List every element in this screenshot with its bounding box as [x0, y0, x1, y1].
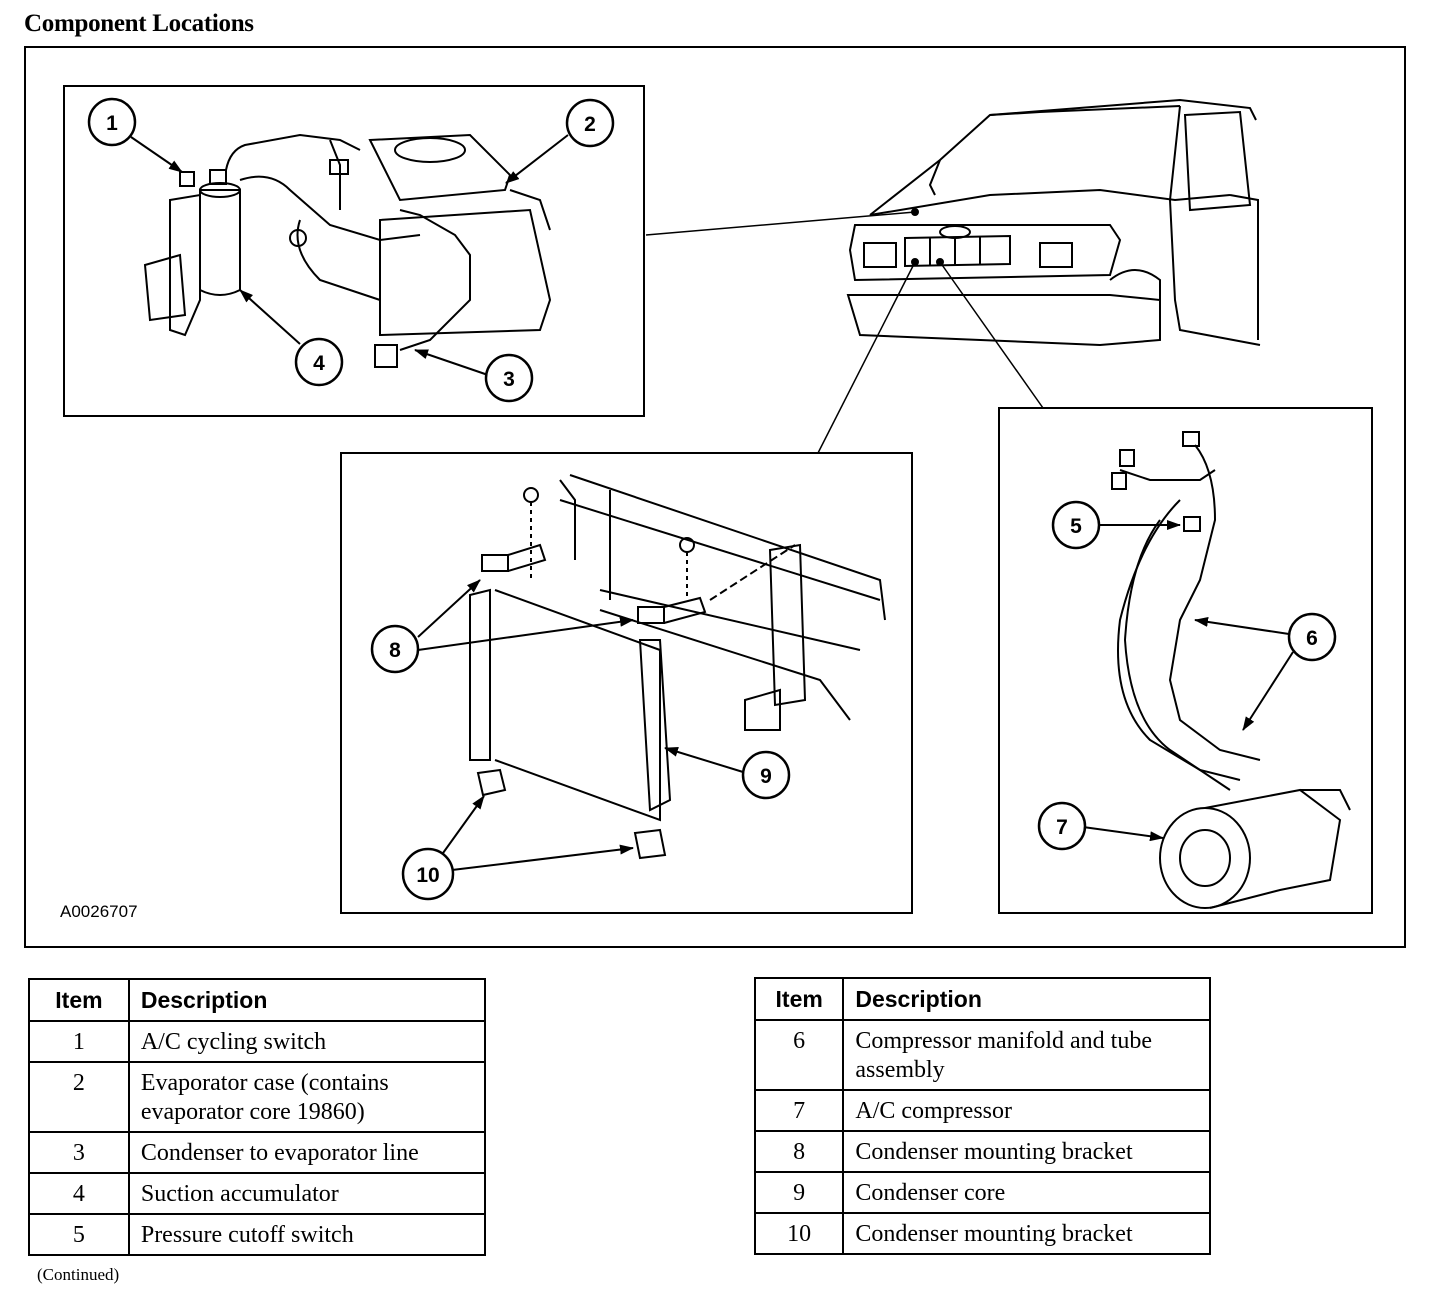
legend-item-description: Suction accumulator	[127, 1172, 487, 1215]
legend-item-number: 4	[28, 1172, 130, 1215]
callout-10: 10	[416, 864, 439, 887]
legend-item-description: Condenser mounting bracket	[842, 1130, 1211, 1173]
evaporator-panel	[63, 85, 645, 417]
legend-item-description: Condenser to evaporator line	[127, 1131, 487, 1174]
legend-item-number: 5	[28, 1213, 130, 1256]
legend-item-description: A/C cycling switch	[127, 1020, 487, 1063]
callout-circle-10	[401, 847, 455, 901]
callout-circle-6	[1287, 612, 1337, 662]
legend-row: 3 Condenser to evaporator line	[28, 1131, 487, 1174]
legend-table-right: Item Description 6 Compressor manifold a…	[753, 977, 1211, 1255]
legend-header-row: Item Description	[753, 977, 1211, 1021]
legend-item-number: 6	[753, 1019, 845, 1091]
compressor-illustration	[1111, 431, 1351, 909]
callout-circle-2	[565, 98, 615, 148]
legend-item-number: 9	[753, 1171, 845, 1214]
callout-circle-5	[1051, 500, 1101, 550]
figure-id: A0026707	[60, 902, 138, 921]
condenser-panel	[340, 452, 913, 914]
legend-row: 9 Condenser core	[753, 1171, 1211, 1214]
legend-row: 4 Suction accumulator	[28, 1172, 487, 1215]
callout-arrows	[130, 134, 1294, 871]
legend-item-number: 1	[28, 1020, 130, 1063]
header-item: Item	[28, 978, 130, 1022]
page-title: Component Locations	[24, 10, 254, 37]
callout-circle-7	[1037, 801, 1087, 851]
continued-note: (Continued)	[37, 1265, 120, 1284]
legend-item-number: 8	[753, 1130, 845, 1173]
legend-item-description: Condenser core	[842, 1171, 1211, 1214]
legend-row: 6 Compressor manifold and tube assembly	[753, 1019, 1211, 1091]
vehicle-leader-lines	[645, 211, 1044, 454]
legend-row: 5 Pressure cutoff switch	[28, 1213, 487, 1256]
legend-item-description: A/C compressor	[842, 1089, 1211, 1132]
callout-circle-8	[370, 624, 420, 674]
callout-7: 7	[1056, 816, 1068, 839]
legend-row: 2 Evaporator case (contains evaporator c…	[28, 1061, 487, 1133]
callout-6: 6	[1306, 627, 1318, 650]
legend-row: 7 A/C compressor	[753, 1089, 1211, 1132]
header-description: Description	[127, 978, 487, 1022]
legend-row: 1 A/C cycling switch	[28, 1020, 487, 1063]
callout-3: 3	[503, 368, 515, 391]
legend-row: 10 Condenser mounting bracket	[753, 1212, 1211, 1255]
legend-item-number: 3	[28, 1131, 130, 1174]
legend-item-number: 7	[753, 1089, 845, 1132]
vehicle-illustration	[846, 98, 1261, 347]
callout-circle-4	[294, 337, 344, 387]
legend-item-description: Compressor manifold and tube assembly	[842, 1019, 1211, 1091]
component-diagram: 1 2 3 4 5 6 7 8 9 10	[63, 85, 1373, 914]
legend-item-description: Evaporator case (contains evaporator cor…	[127, 1061, 487, 1133]
callout-5: 5	[1070, 515, 1082, 538]
callout-circle-3	[484, 353, 534, 403]
evaporator-illustration	[143, 133, 552, 368]
legend-item-description: Condenser mounting bracket	[842, 1212, 1211, 1255]
header-description: Description	[842, 977, 1211, 1021]
legend-table-left: Item Description 1 A/C cycling switch 2 …	[28, 978, 487, 1256]
callout-circle-9	[741, 750, 791, 800]
condenser-illustration	[469, 474, 886, 860]
callout-9: 9	[760, 765, 772, 788]
header-item: Item	[753, 977, 845, 1021]
legend-item-number: 2	[28, 1061, 130, 1133]
diagram-frame	[24, 46, 1406, 948]
callout-circle-1	[87, 97, 137, 147]
callout-2: 2	[584, 113, 596, 136]
legend-row: 8 Condenser mounting bracket	[753, 1130, 1211, 1173]
callout-4: 4	[313, 352, 325, 375]
legend-header-row: Item Description	[28, 978, 487, 1022]
legend-item-description: Pressure cutoff switch	[127, 1213, 487, 1256]
callout-8: 8	[389, 639, 401, 662]
callout-1: 1	[106, 112, 118, 135]
legend-item-number: 10	[753, 1212, 845, 1255]
